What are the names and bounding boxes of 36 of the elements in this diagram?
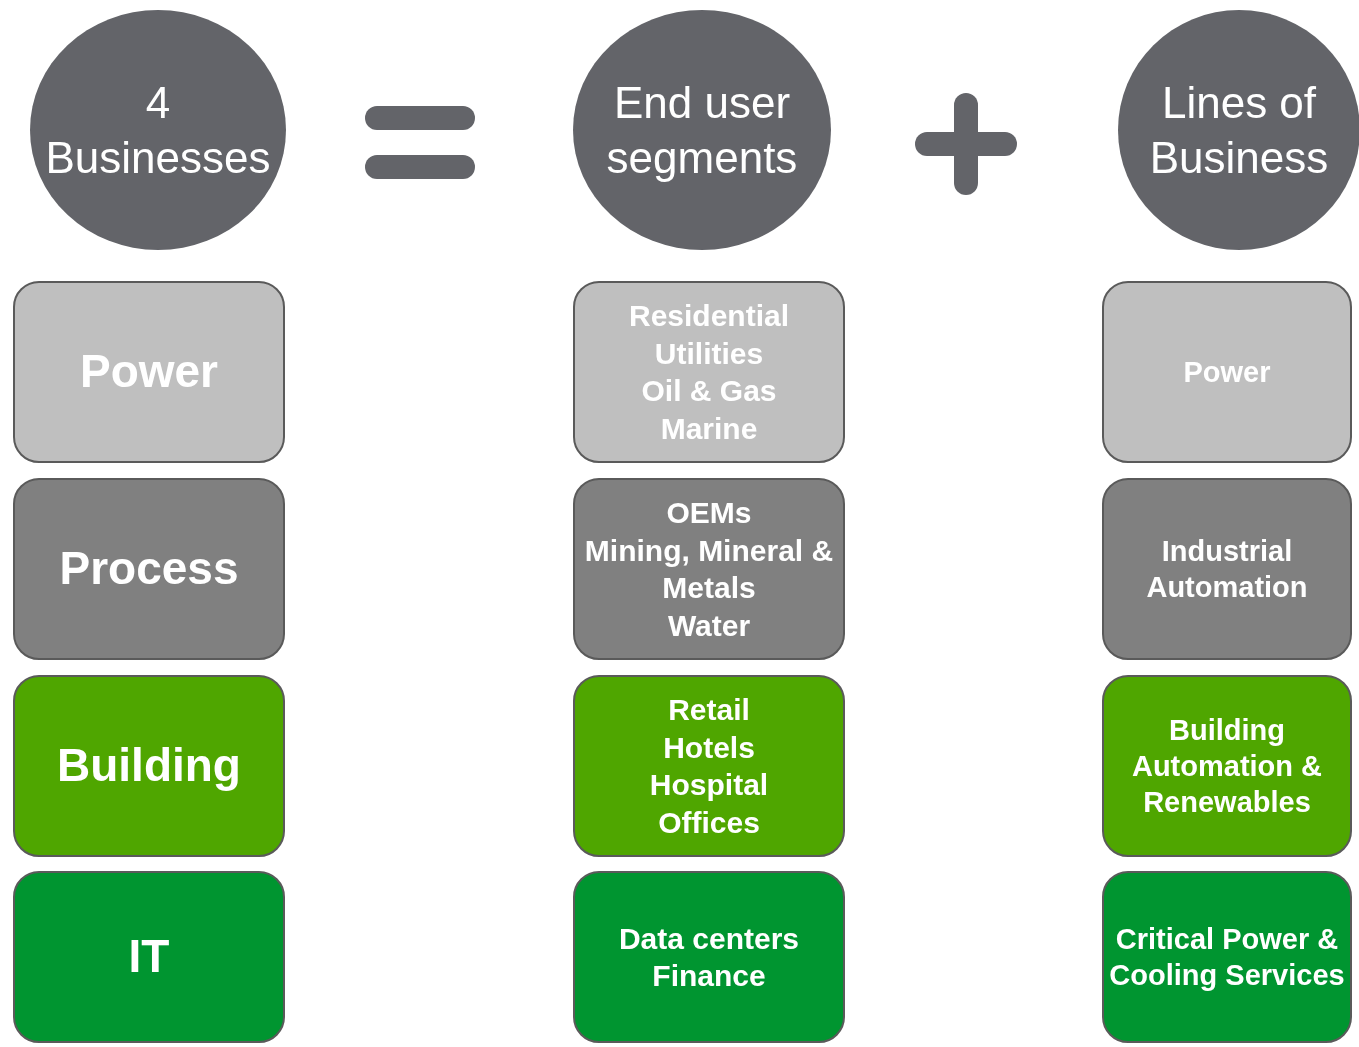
category-text: Water	[667, 607, 751, 644]
category-text: Offices	[658, 804, 760, 841]
category-box	[13, 871, 285, 1043]
category-text: OEMs	[666, 495, 752, 531]
category-text: Process	[59, 541, 239, 597]
category-text: Finance	[652, 958, 766, 994]
category-box	[573, 871, 845, 1043]
category-text: Hotels	[663, 729, 755, 766]
category-text: Building	[57, 738, 241, 794]
category-box	[573, 281, 845, 463]
category-box	[13, 281, 285, 463]
category-text: Industrial Automation	[1145, 533, 1309, 605]
category-text: Marine	[660, 410, 758, 447]
category-box	[1102, 281, 1352, 463]
category-text: Data centers	[618, 920, 800, 957]
category-box	[573, 675, 845, 857]
category-text: Oil & Gas	[641, 373, 777, 409]
category-box	[13, 478, 285, 660]
category-box	[573, 478, 845, 660]
category-text: IT	[128, 929, 170, 985]
category-text: Building Automation & Renewables	[1130, 712, 1324, 821]
category-text: Critical Power & Cooling Services	[1108, 921, 1346, 993]
category-text: Mining, Mineral & Metals	[583, 532, 835, 606]
category-text: Retail	[668, 692, 750, 728]
category-text: Residential	[628, 298, 790, 334]
category-text: Hospital	[649, 767, 769, 803]
heading-text: 4 Businesses	[44, 77, 272, 184]
heading-text: Lines of Business	[1148, 77, 1330, 184]
category-box	[1102, 478, 1352, 660]
category-text: Power	[1183, 354, 1271, 390]
category-text: Utilities	[654, 335, 764, 372]
category-text: Power	[79, 344, 218, 400]
category-box	[1102, 871, 1352, 1043]
category-box	[1102, 675, 1352, 857]
category-box	[13, 675, 285, 857]
heading-text: End user segments	[605, 77, 799, 184]
